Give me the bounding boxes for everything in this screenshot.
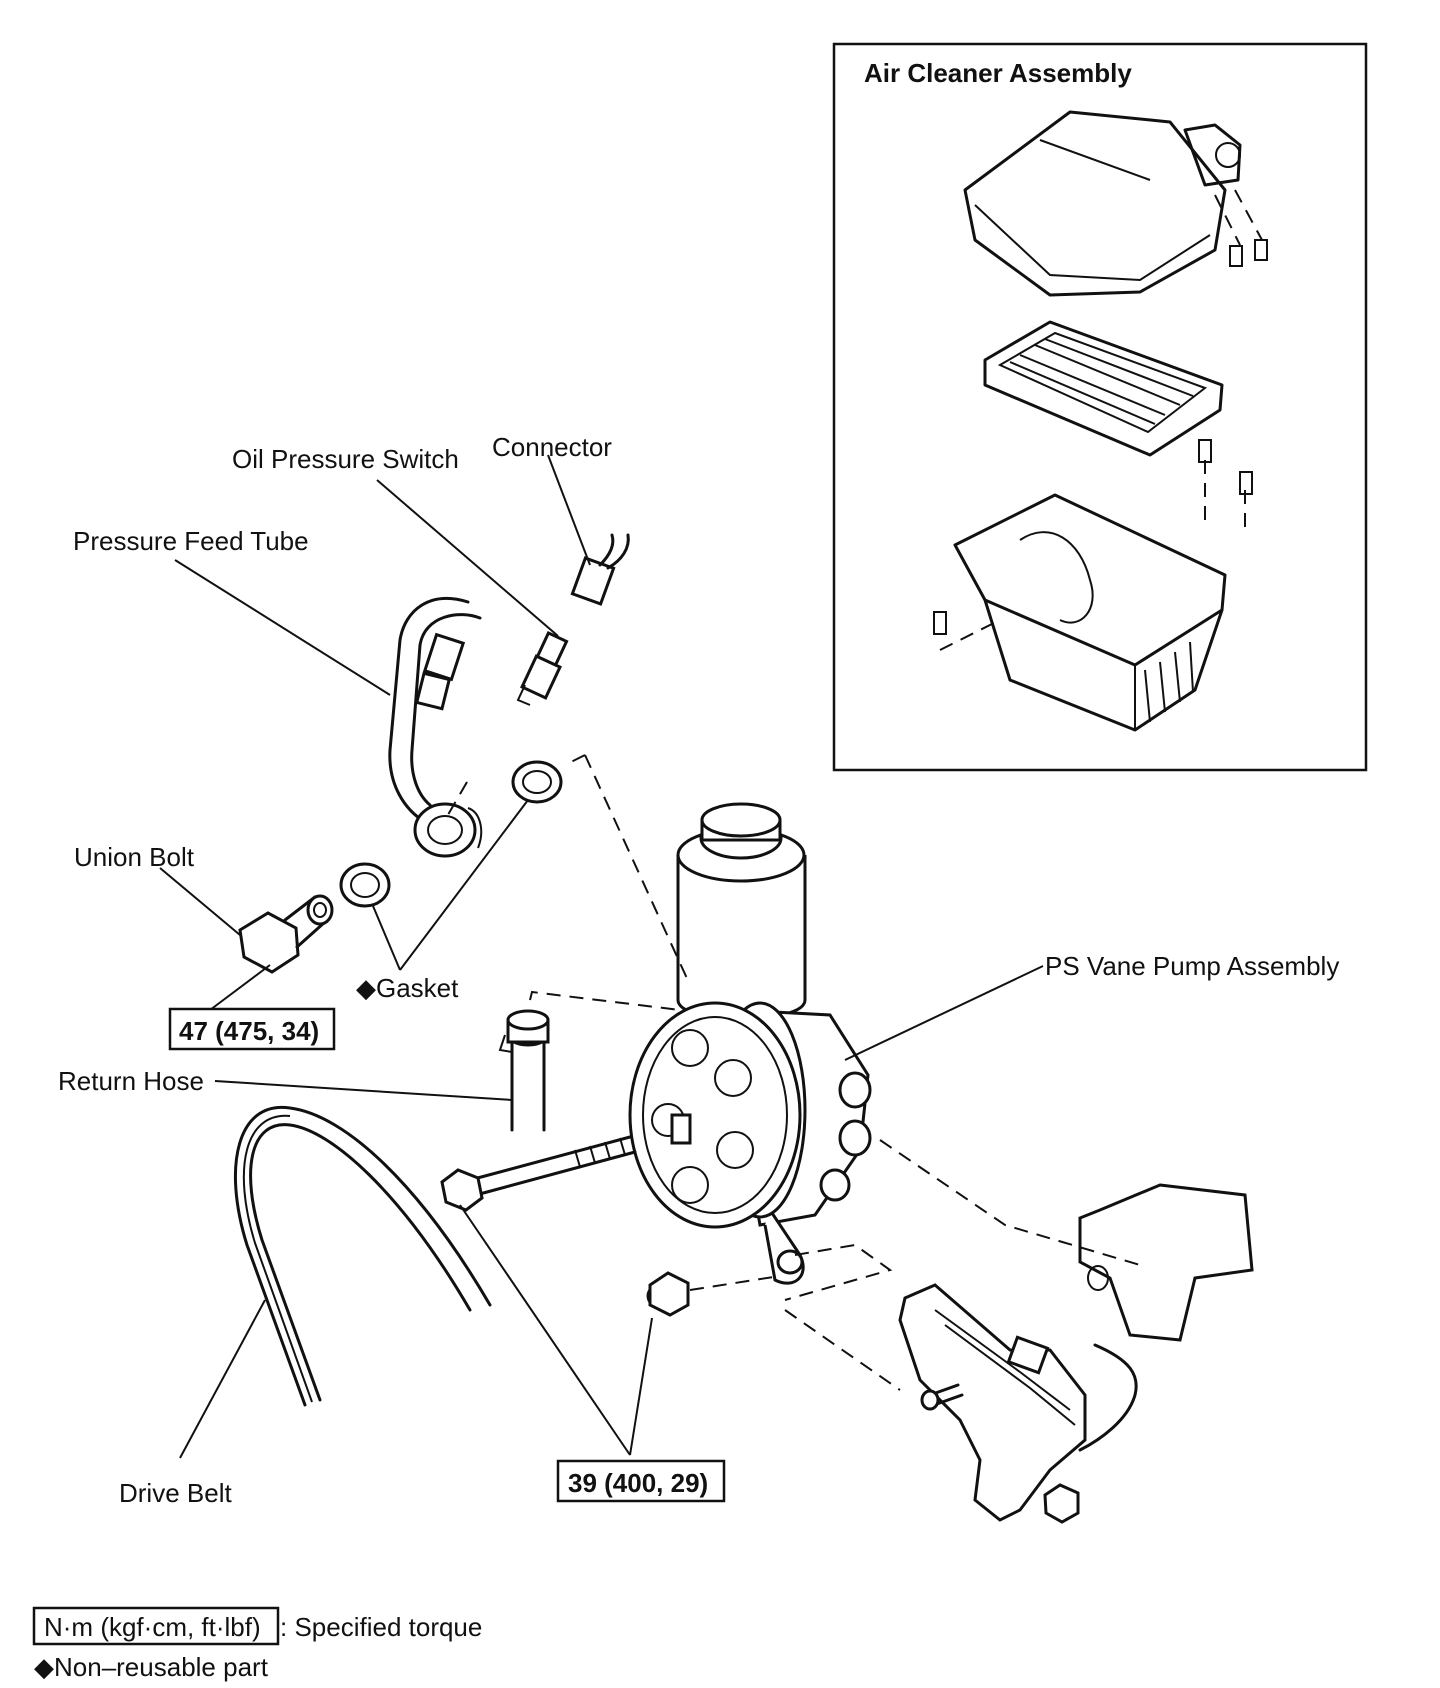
gasket-upper-drawing <box>511 760 563 804</box>
oil-pressure-switch-drawing <box>516 630 569 706</box>
torque-union-bolt-value: 47 (475, 34) <box>179 1016 319 1046</box>
union-bolt-drawing <box>238 894 334 974</box>
leader-union-bolt <box>159 867 241 936</box>
label-union-bolt: Union Bolt <box>74 842 195 872</box>
leader-union-bolt-torque <box>209 964 271 1011</box>
label-pressure-feed-tube: Pressure Feed Tube <box>73 526 309 556</box>
leader-oil-pressure-switch <box>376 479 559 637</box>
return-hose-drawing <box>498 1009 550 1132</box>
legend-torque-unit: N·m (kgf·cm, ft·lbf) <box>44 1612 261 1642</box>
torque-spec-mount-bolts: 39 (400, 29) <box>556 1459 726 1503</box>
drive-belt-drawing <box>233 1105 492 1407</box>
leader-lines <box>159 454 1044 1459</box>
legend-torque-text: : Specified torque <box>280 1612 482 1642</box>
legend: N·m (kgf·cm, ft·lbf) : Specified torque … <box>32 1606 482 1682</box>
label-connector: Connector <box>492 432 612 462</box>
gasket-lower-drawing <box>339 862 391 908</box>
air-cleaner-cap-drawing <box>963 110 1268 297</box>
label-drive-belt: Drive Belt <box>119 1478 232 1508</box>
leader-gasket <box>372 799 529 971</box>
leader-connector <box>547 454 591 566</box>
label-return-hose: Return Hose <box>58 1066 204 1096</box>
air-cleaner-inset: Air Cleaner Assembly <box>832 42 1368 772</box>
ps-vane-pump-drawing <box>628 802 872 1285</box>
pump-through-bolt-drawing <box>440 1135 637 1212</box>
leader-drive-belt <box>179 1299 266 1459</box>
leader-ps-vane-pump <box>844 965 1044 1061</box>
pressure-feed-tube-drawing <box>388 596 483 858</box>
air-filter-element-drawing <box>983 320 1224 457</box>
torque-mount-bolts-value: 39 (400, 29) <box>568 1468 708 1498</box>
leader-pressure-feed-tube <box>174 559 391 696</box>
label-gasket: ◆Gasket <box>356 973 459 1003</box>
leader-return-hose <box>214 1080 513 1101</box>
alignment-dashed-lines <box>444 754 1141 1391</box>
inset-title: Air Cleaner Assembly <box>864 58 1132 88</box>
adjusting-bracket-drawing <box>898 1283 1087 1524</box>
label-ps-vane-pump: PS Vane Pump Assembly <box>1045 951 1339 981</box>
air-cleaner-case-drawing <box>933 439 1253 732</box>
torque-spec-union-bolt: 47 (475, 34) <box>168 1007 336 1051</box>
flange-nut-drawing <box>646 1271 690 1317</box>
inset-frame <box>832 42 1368 772</box>
label-oil-pressure-switch: Oil Pressure Switch <box>232 444 459 474</box>
part-labels: Oil Pressure Switch Connector Pressure F… <box>58 432 1339 1508</box>
legend-nonreusable: ◆Non–reusable part <box>34 1652 269 1682</box>
pump-bracket-drawing <box>1078 1183 1254 1452</box>
leader-mount-bolt-torque <box>459 1204 653 1456</box>
connector-drawing <box>570 533 630 606</box>
